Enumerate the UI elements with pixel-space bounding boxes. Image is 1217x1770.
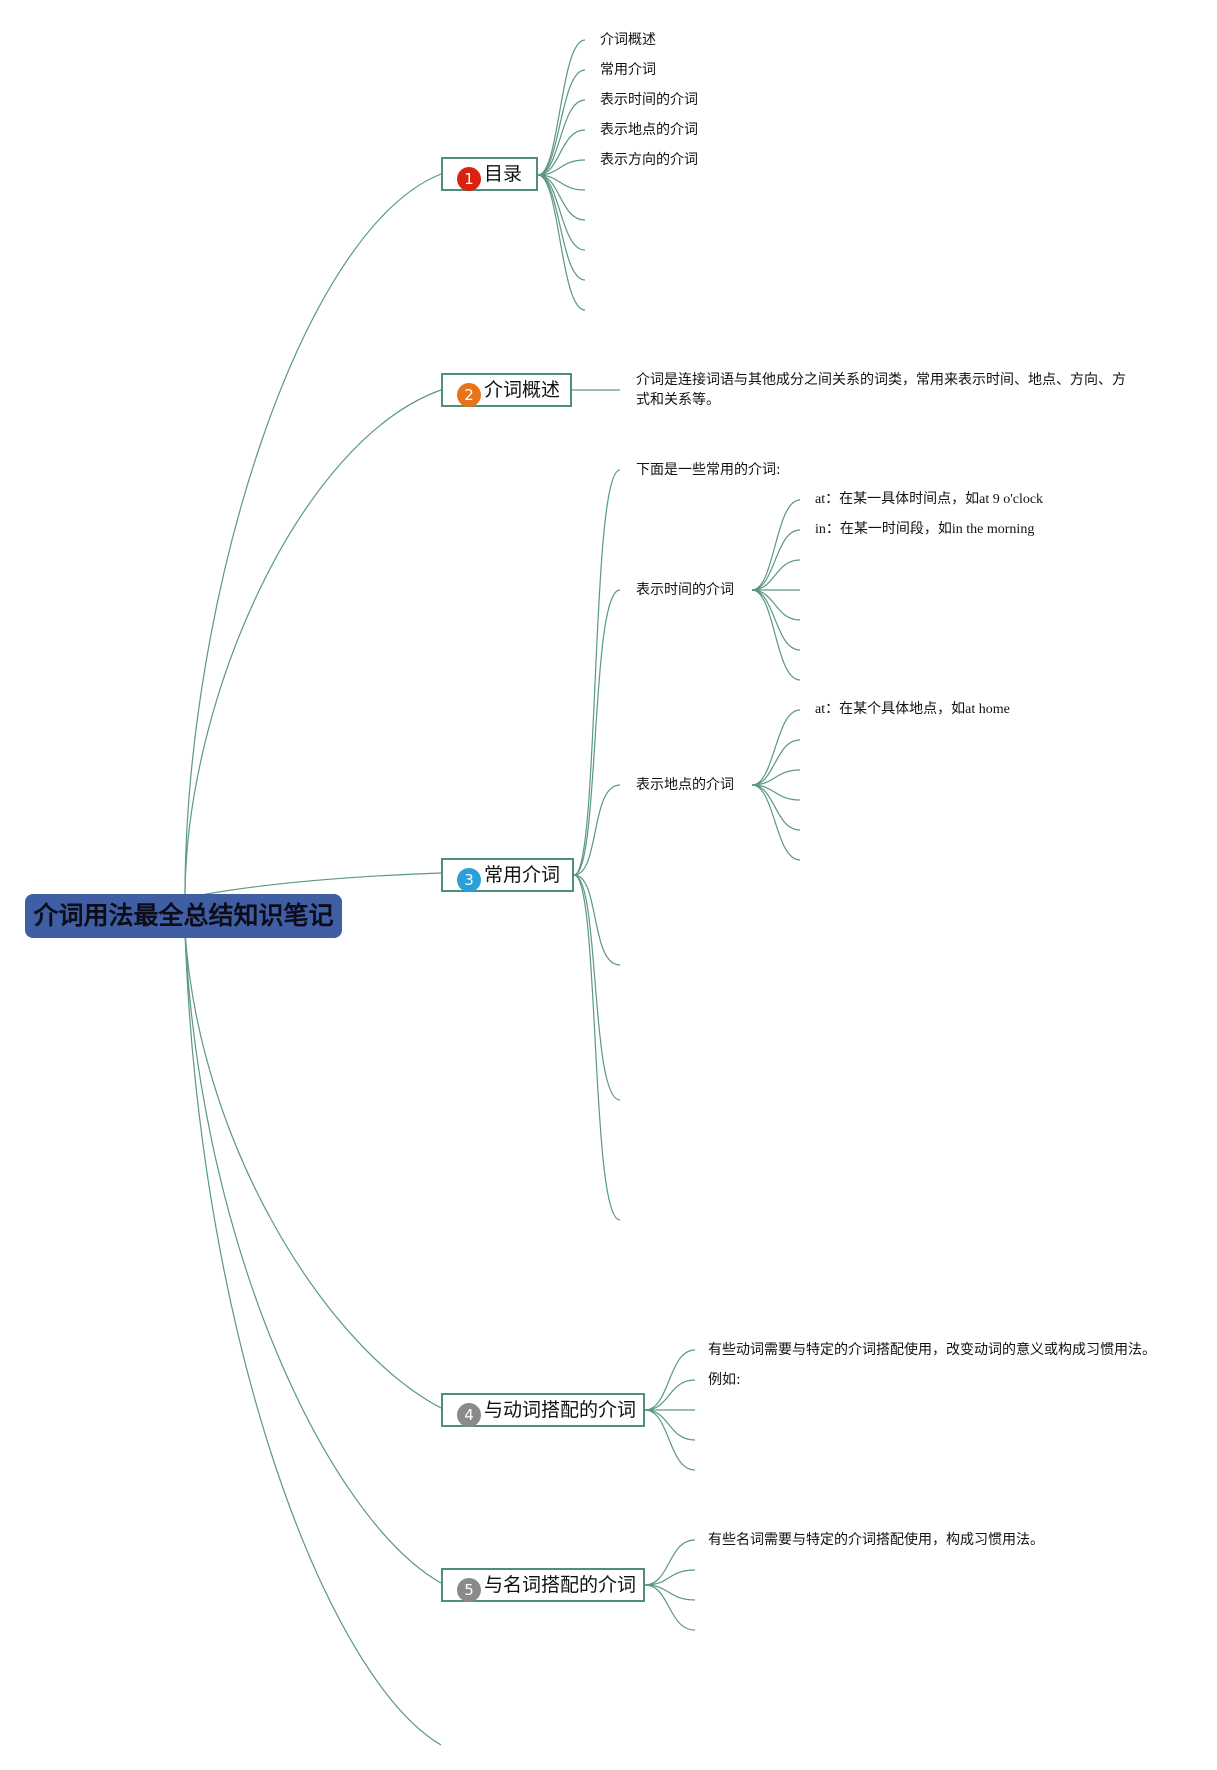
connector-common-intro: [573, 469, 621, 876]
connector-time-3: [751, 559, 801, 591]
place-item[interactable]: at：在某个具体地点，如at home: [815, 702, 1010, 717]
connector-time-6: [751, 589, 801, 651]
connector-place-1: [751, 709, 801, 786]
connector-verb-1: [644, 1349, 696, 1411]
topic-label: 介词概述: [484, 379, 561, 401]
connector-toc-7: [537, 174, 586, 221]
noun-text[interactable]: 有些名词需要与特定的介词搭配使用，构成习惯用法。: [708, 1532, 1044, 1548]
connector-place-2: [751, 739, 801, 786]
connector-root-topic2: [184, 389, 442, 899]
connector-verb-5: [644, 1409, 696, 1471]
badge-3: 3: [457, 868, 481, 892]
connector-common-place: [573, 784, 621, 876]
verb-example[interactable]: 例如:: [708, 1372, 741, 1388]
connector-toc-2: [537, 69, 586, 176]
connector-common-4: [573, 874, 621, 966]
connector-verb-2: [644, 1379, 696, 1411]
toc-item[interactable]: 常用介词: [600, 62, 656, 78]
connector-place-3: [751, 769, 801, 786]
time-prepositions-label[interactable]: 表示时间的介词: [636, 582, 734, 598]
root-topic[interactable]: 介词用法最全总结知识笔记: [25, 894, 342, 938]
connector-verb-4: [644, 1409, 696, 1441]
time-item[interactable]: in：在某一时间段，如in the morning: [815, 522, 1035, 537]
connector-place-6: [751, 784, 801, 861]
connector-noun-3: [644, 1584, 696, 1601]
connector-toc-5: [537, 159, 586, 176]
badge-2: 2: [457, 383, 481, 407]
connector-time-2: [751, 529, 801, 591]
badge-5: 5: [457, 1578, 481, 1602]
connector-root-topic5: [184, 931, 442, 1584]
topic-label: 目录: [484, 163, 523, 185]
topic-label: 与名词搭配的介词: [484, 1574, 637, 1596]
toc-item[interactable]: 表示方向的介词: [600, 152, 698, 168]
connector-time-5: [751, 589, 801, 621]
overview-text[interactable]: 介词是连接词语与其他成分之间关系的词类，常用来表示时间、地点、方向、方式和关系等…: [636, 372, 1126, 408]
toc-item[interactable]: 表示时间的介词: [600, 92, 698, 108]
badge-4: 4: [457, 1403, 481, 1427]
topic-label: 常用介词: [484, 864, 561, 886]
connector-time-7: [751, 589, 801, 681]
connector-toc-9: [537, 174, 586, 281]
connector-place-5: [751, 784, 801, 831]
connector-toc-4: [537, 129, 586, 176]
connector-common-5: [573, 874, 621, 1101]
common-intro[interactable]: 下面是一些常用的介词:: [636, 462, 781, 478]
connector-common-6: [573, 874, 621, 1221]
connector-toc-10: [537, 174, 586, 311]
connector-toc-1: [537, 39, 586, 176]
connector-common-time: [573, 589, 621, 876]
connector-root-topic4: [184, 931, 442, 1409]
connector-root-topic1: [184, 173, 442, 899]
topic-label: 与动词搭配的介词: [484, 1399, 637, 1421]
connector-root-topic6: [184, 931, 442, 1746]
connector-noun-4: [644, 1584, 696, 1631]
connector-toc-3: [537, 99, 586, 176]
connector-toc-8: [537, 174, 586, 251]
verb-text[interactable]: 有些动词需要与特定的介词搭配使用，改变动词的意义或构成习惯用法。: [708, 1342, 1156, 1358]
toc-item[interactable]: 介词概述: [600, 32, 656, 48]
badge-1: 1: [457, 167, 481, 191]
connector-time-1: [751, 499, 801, 591]
place-prepositions-label[interactable]: 表示地点的介词: [636, 777, 734, 793]
connector-noun-2: [644, 1569, 696, 1586]
time-item[interactable]: at：在某一具体时间点，如at 9 o'clock: [815, 492, 1044, 507]
toc-item[interactable]: 表示地点的介词: [600, 122, 698, 138]
connector-noun-1: [644, 1539, 696, 1586]
